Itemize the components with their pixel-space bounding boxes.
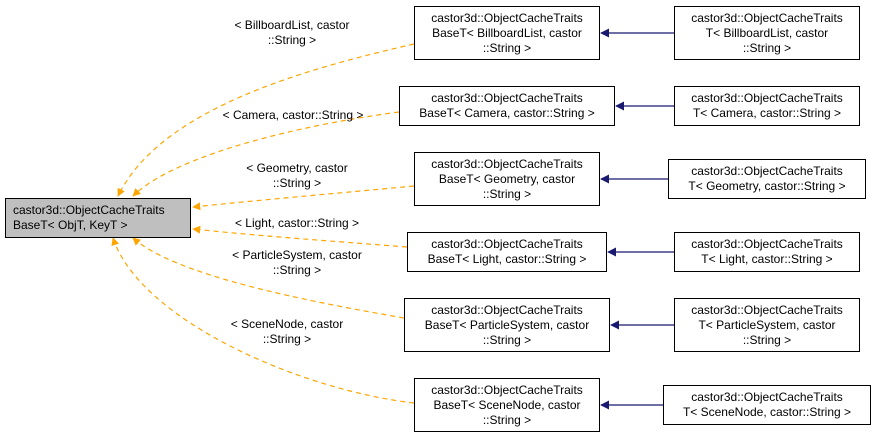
node-line: castor3d::ObjectCacheTraits [691,164,843,178]
template-edge-light [192,225,408,248]
base-node-particlesystem[interactable]: castor3d::ObjectCacheTraits BaseT< Parti… [404,298,610,352]
derived-node-geometry[interactable]: castor3d::ObjectCacheTraits T< Geometry,… [668,159,866,199]
node-line: castor3d::ObjectCacheTraits [431,237,583,251]
node-line: T< Camera, castor::String > [692,106,842,120]
base-node-geometry[interactable]: castor3d::ObjectCacheTraits BaseT< Geome… [414,152,600,206]
template-edge-scenenode [111,237,415,404]
node-line: BaseT< SceneNode, castor [433,397,581,412]
derived-node-camera[interactable]: castor3d::ObjectCacheTraits T< Camera, c… [674,86,860,126]
node-line: castor3d::ObjectCacheTraits [691,237,843,251]
template-edge-billboardlist [117,43,415,197]
edge-label-line: < BillboardList, castor [234,18,350,32]
node-line: castor3d::ObjectCacheTraits [691,91,843,105]
edge-label-line: < Camera, castor::String > [222,108,364,122]
node-line: BaseT< Light, castor::String > [427,252,587,266]
root-class-node[interactable]: castor3d::ObjectCacheTraits BaseT< ObjT,… [5,198,191,238]
node-line: ::String > [742,332,792,347]
node-line: castor3d::ObjectCacheTraits [431,156,583,171]
edge-label-line: < ParticleSystem, castor [232,248,362,262]
template-edge-geometry [192,185,415,211]
edge-label-line: ::String > [272,176,322,190]
edge-label-line: < SceneNode, castor [230,317,344,331]
base-node-scenenode[interactable]: castor3d::ObjectCacheTraits BaseT< Scene… [414,378,600,432]
node-line: BaseT< Geometry, castor [438,171,576,186]
node-line: ::String > [482,40,532,55]
edge-label-geometry: < Geometry, castor ::String > [222,161,372,191]
edge-label-line: ::String > [267,33,317,47]
base-node-light[interactable]: castor3d::ObjectCacheTraits BaseT< Light… [407,232,607,272]
node-line: castor3d::ObjectCacheTraits [431,302,583,317]
node-line: ::String > [482,332,532,347]
base-node-camera[interactable]: castor3d::ObjectCacheTraits BaseT< Camer… [399,86,615,126]
derived-node-billboardlist[interactable]: castor3d::ObjectCacheTraits T< Billboard… [674,6,860,60]
edge-label-scenenode: < SceneNode, castor ::String > [212,317,362,347]
template-edge-particlesystem [132,237,405,319]
node-line: T< ParticleSystem, castor [698,317,836,332]
node-line: ::String > [482,412,532,427]
node-line: castor3d::ObjectCacheTraits [431,10,583,25]
edge-label-light: < Light, castor::String > [212,216,382,231]
node-line: BaseT< Camera, castor::String > [419,106,595,120]
node-line: castor3d::ObjectCacheTraits [691,302,843,317]
node-line: BaseT< ParticleSystem, castor [424,317,590,332]
node-line: T< Light, castor::String > [701,252,833,266]
node-line: castor3d::ObjectCacheTraits [691,390,843,404]
edge-label-line: ::String > [272,263,322,277]
node-line: ::String > [482,186,532,201]
root-line-2: BaseT< ObjT, KeyT > [13,218,128,232]
root-line-1: castor3d::ObjectCacheTraits [13,203,165,217]
node-line: ::String > [742,40,792,55]
node-line: castor3d::ObjectCacheTraits [691,10,843,25]
node-line: BaseT< BillboardList, castor [432,25,582,40]
node-line: castor3d::ObjectCacheTraits [431,382,583,397]
derived-node-light[interactable]: castor3d::ObjectCacheTraits T< Light, ca… [674,232,860,272]
edge-label-line: ::String > [262,332,312,346]
node-line: T< BillboardList, castor [705,25,829,40]
template-edge-camera [132,111,400,197]
derived-node-particlesystem[interactable]: castor3d::ObjectCacheTraits T< ParticleS… [674,298,860,352]
edge-label-line: < Light, castor::String > [234,216,360,230]
edge-label-camera: < Camera, castor::String > [205,108,381,123]
node-line: T< SceneNode, castor::String > [682,405,852,419]
edge-label-billboardlist: < BillboardList, castor ::String > [212,18,372,48]
node-line: T< Geometry, castor::String > [688,179,846,193]
node-line: castor3d::ObjectCacheTraits [431,91,583,105]
edge-label-line: < Geometry, castor [246,161,348,175]
derived-node-scenenode[interactable]: castor3d::ObjectCacheTraits T< SceneNode… [663,385,871,425]
edge-label-particlesystem: < ParticleSystem, castor ::String > [212,248,382,278]
base-node-billboardlist[interactable]: castor3d::ObjectCacheTraits BaseT< Billb… [414,6,600,60]
